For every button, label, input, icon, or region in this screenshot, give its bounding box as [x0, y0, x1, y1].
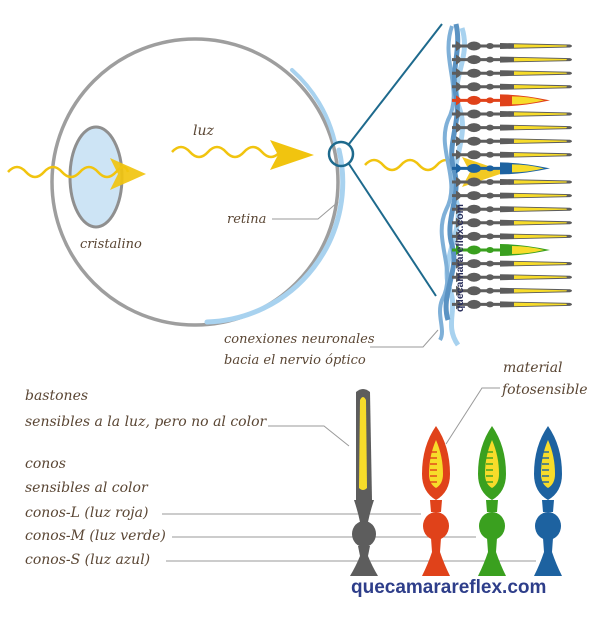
label-conos-l: conos-L (luz roja)	[25, 505, 148, 521]
legend-cone-m	[478, 426, 506, 576]
retina-rod-cell	[452, 122, 572, 133]
zoom-line-top	[348, 23, 443, 145]
legend-cone-s	[534, 426, 562, 576]
material-leader	[445, 387, 500, 445]
eye	[50, 23, 443, 327]
retina-rod-cell	[452, 136, 572, 147]
retina-rod-cell	[452, 258, 572, 269]
label-conos-m: conos-M (luz verde)	[25, 528, 166, 544]
retina-rod-cell	[452, 285, 572, 296]
legend-cone-l	[422, 426, 450, 576]
retina-cone-cell-m	[452, 244, 550, 256]
watermark-vertical: quecamarareflex.com	[454, 204, 466, 312]
retina-rod-cell	[452, 204, 572, 215]
retina-rod-cell	[452, 217, 572, 228]
retina-rod-cell	[452, 68, 572, 79]
label-cristalino: cristalino	[80, 237, 142, 252]
label-conexiones-1: conexiones neuronales	[224, 332, 375, 347]
retina-band-top	[290, 68, 337, 144]
retina-leader	[272, 201, 339, 220]
light-arrow-middle	[270, 140, 314, 170]
label-conos: conos	[25, 456, 66, 472]
label-conos-desc: sensibles al color	[25, 480, 149, 496]
retina-rod-cell	[452, 81, 572, 92]
retina-rod-cell	[452, 299, 572, 310]
label-material-1: material	[503, 360, 563, 376]
legend-rod	[350, 389, 378, 576]
zoom-circle	[327, 140, 355, 168]
light-arrow-left	[110, 158, 146, 190]
label-retina: retina	[227, 212, 266, 227]
retina-band	[204, 147, 346, 325]
retina-cells	[452, 41, 572, 310]
legend-cells	[350, 389, 562, 576]
retina-rod-cell	[452, 272, 572, 283]
bastones-leader	[268, 425, 350, 447]
zoom-line-bottom	[348, 163, 437, 297]
lens	[68, 125, 124, 229]
retina-cone-cell-l	[452, 94, 550, 107]
eyeball	[50, 37, 340, 327]
label-luz: luz	[193, 123, 214, 139]
nerve-fiber-dark	[443, 23, 461, 321]
retina-zoom: quecamarareflex.com	[438, 23, 572, 347]
retina-rod-cell	[452, 231, 572, 242]
retina-rod-cell	[452, 54, 572, 65]
watermark-bottom: quecamarareflex.com	[351, 577, 546, 598]
label-bastones: bastones	[25, 388, 88, 404]
label-conos-s: conos-S (luz azul)	[25, 552, 150, 568]
light-wave-left	[7, 165, 130, 179]
retina-rod-cell	[452, 149, 572, 160]
retina-cone-cell-s	[452, 162, 550, 175]
retina-rod-cell	[452, 109, 572, 119]
label-material-2: fotosensible	[501, 382, 588, 398]
retina-rod-cell	[452, 190, 572, 201]
retina-rod-cell	[452, 177, 572, 187]
label-bastones-desc: sensibles a la luz, pero no al color	[25, 414, 268, 430]
conexiones-leader	[370, 329, 439, 348]
retina-rod-cell	[452, 41, 572, 51]
label-conexiones-2: bacia el nervio óptico	[224, 353, 366, 368]
light-wave-middle	[171, 145, 281, 159]
light-wave-right	[364, 158, 456, 172]
